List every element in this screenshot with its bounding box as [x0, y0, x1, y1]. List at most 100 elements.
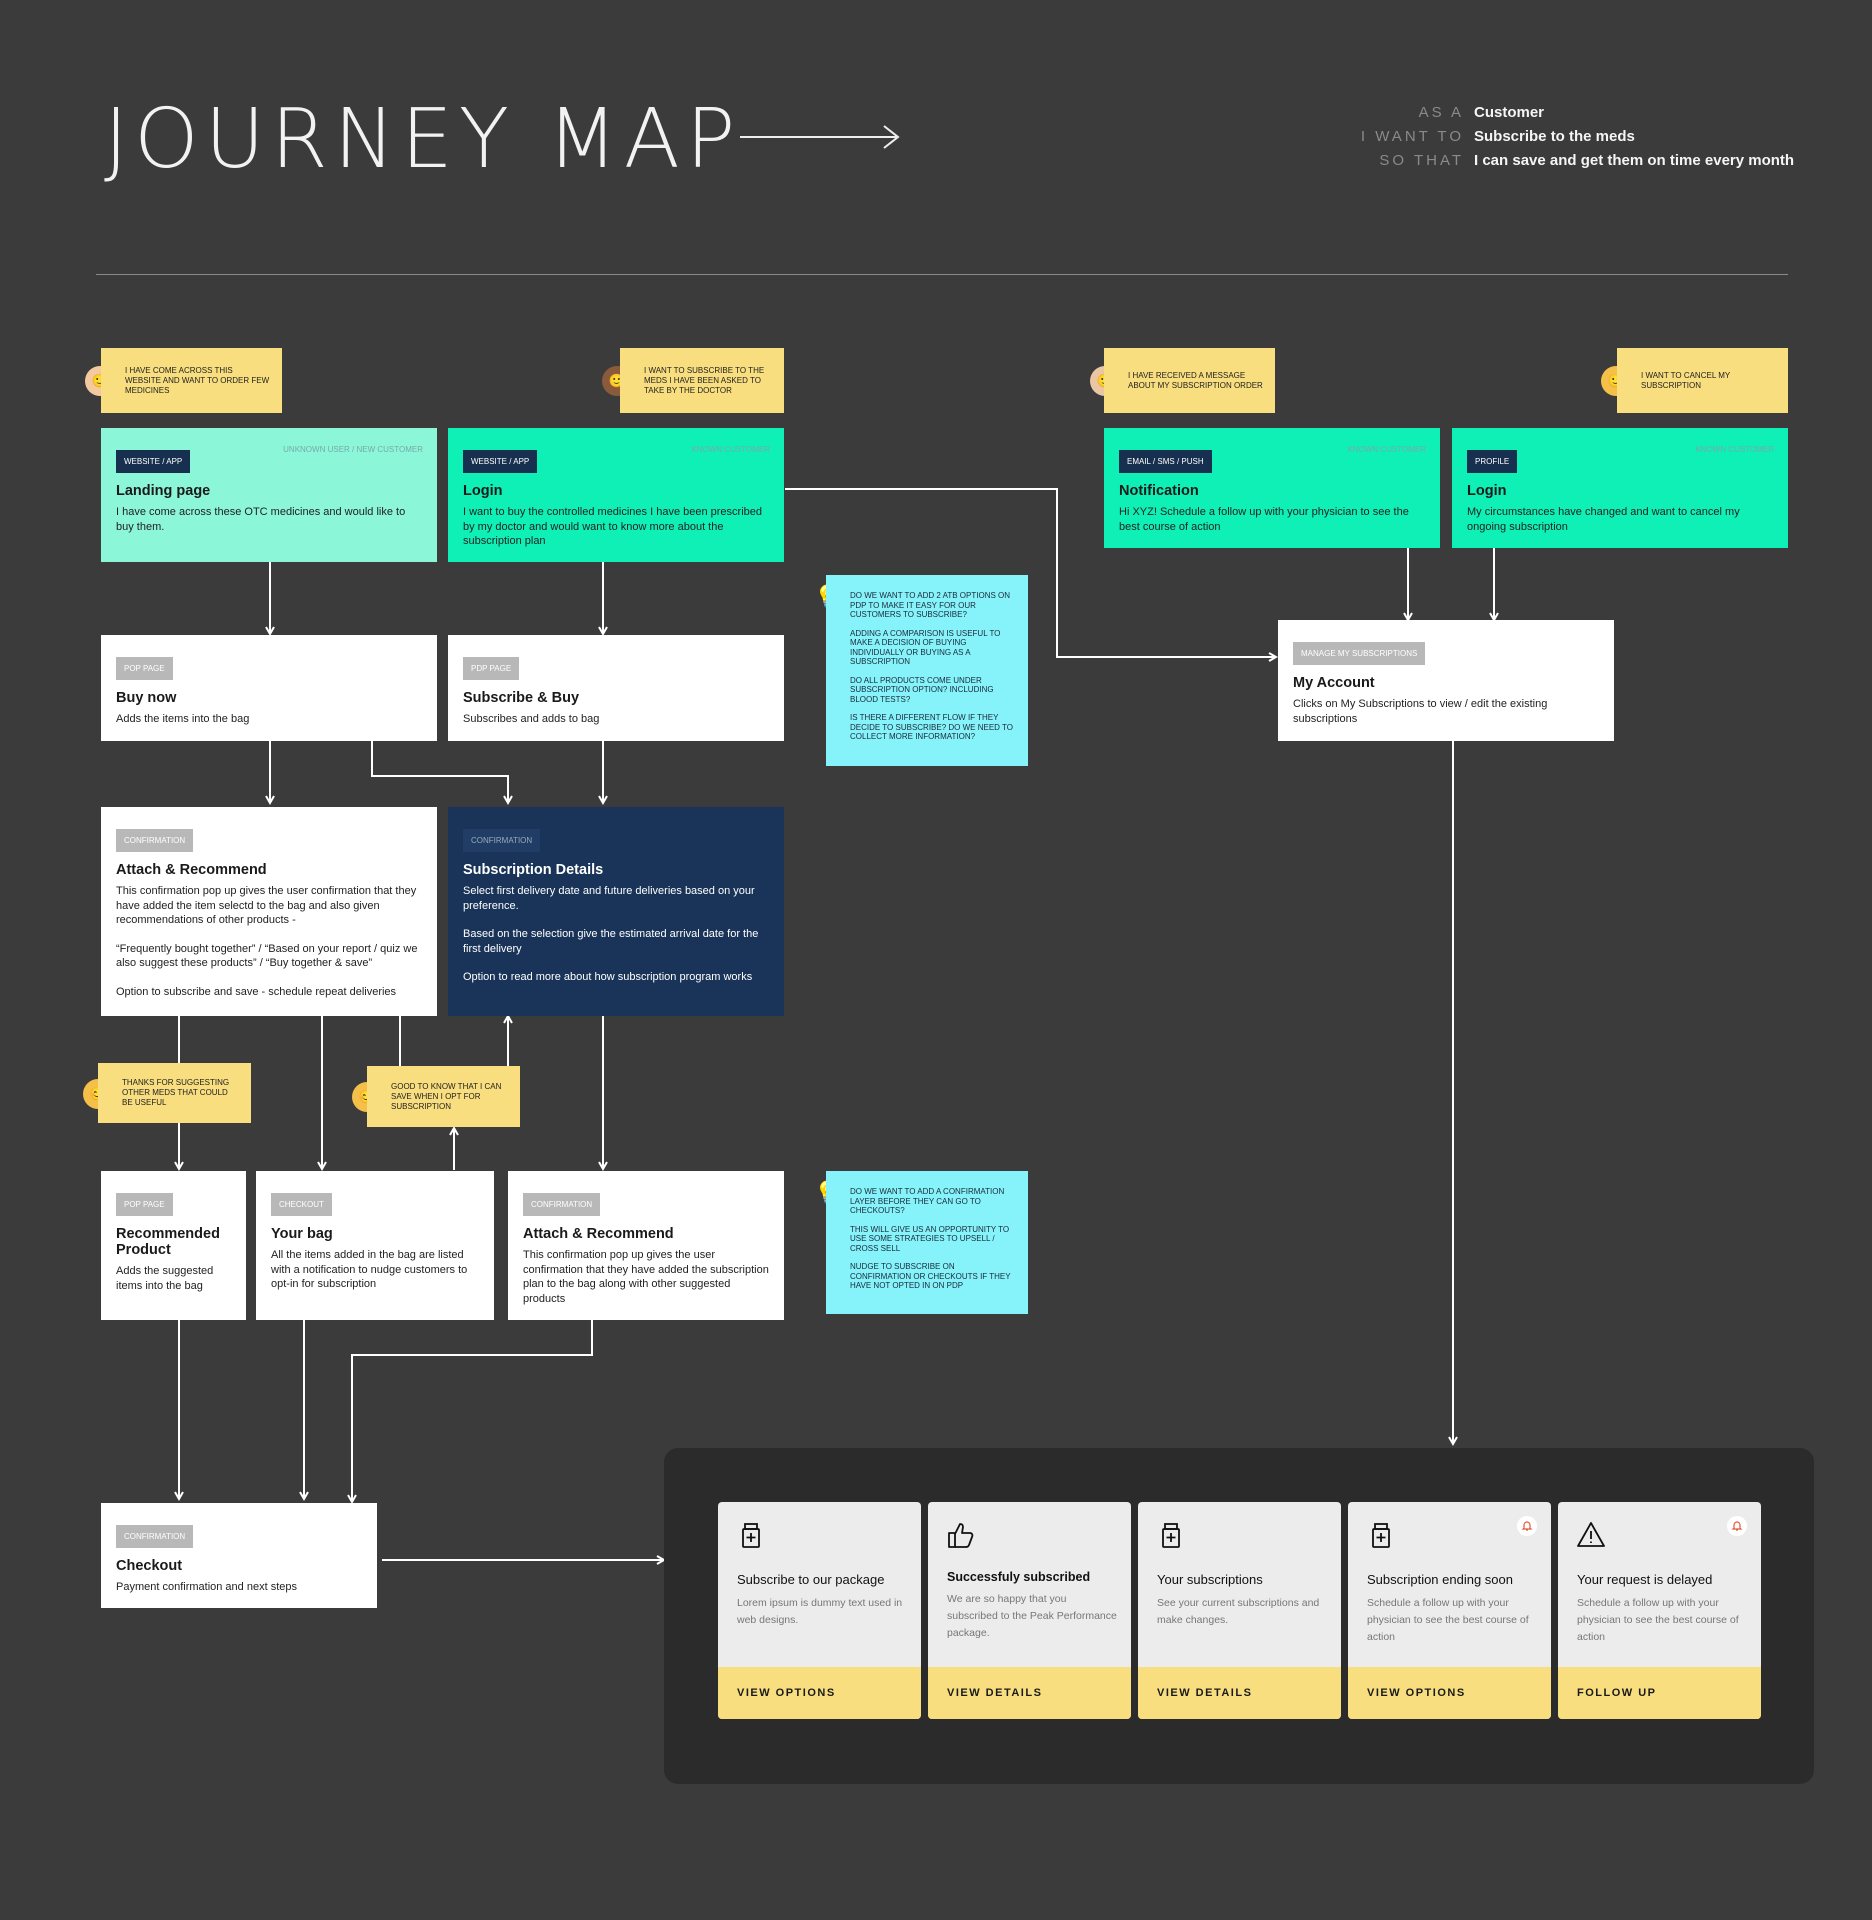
note-text: Adding a comparison is useful to make a …	[850, 628, 1001, 667]
ui-card: Your request is delayed Schedule a follo…	[1558, 1502, 1761, 1719]
ui-card-title: Your subscriptions	[1157, 1572, 1263, 1587]
note-text: Do we want to add 2 ATB options on PDP t…	[850, 591, 1011, 619]
card-audience: UNKNOWN USER / NEW CUSTOMER	[283, 445, 423, 454]
ui-card: Subscribe to our package Lorem ipsum is …	[718, 1502, 921, 1719]
card-tag: MANAGE MY SUBSCRIPTIONS	[1293, 642, 1426, 665]
card-title: Login	[1467, 483, 1507, 499]
page-title: JOURNEY MAP	[104, 92, 742, 187]
card-tag: CHECKOUT	[271, 1193, 332, 1216]
note-text: Do all products come under subscription …	[850, 675, 994, 704]
profile-login-card: PROFILE KNOWN CUSTOMER Login My circumst…	[1452, 428, 1788, 548]
card-description: Adds the suggested items into the bag	[116, 1265, 214, 1292]
note-text: Is there a different flow if they decide…	[850, 713, 1013, 741]
medicine-bottle-icon	[1372, 1523, 1390, 1548]
question-note: Do we want to add 2 ATB options on PDP t…	[826, 575, 1028, 766]
your-bag-card: CHECKOUT Your bag All the items added in…	[256, 1171, 494, 1320]
connector-arrow	[371, 741, 508, 803]
subscription-details-card: CONFIRMATION Subscription Details Select…	[448, 807, 784, 1016]
card-description: All the items added in the bag are liste…	[271, 1249, 468, 1290]
ui-card: Subscription ending soon Schedule a foll…	[1348, 1502, 1551, 1719]
checkout-card: CONFIRMATION Checkout Payment confirmati…	[101, 1503, 377, 1608]
card-description: Option to read more about how subscripti…	[463, 971, 753, 983]
card-tag: PROFILE	[1467, 450, 1518, 473]
card-tag: CONFIRMATION	[523, 1193, 601, 1216]
view-details-button[interactable]: VIEW DETAILS	[1138, 1667, 1341, 1719]
card-description: This confirmation pop up gives the user …	[523, 1249, 769, 1305]
warning-icon	[1577, 1522, 1605, 1547]
story-key: SO THAT	[1379, 152, 1464, 169]
card-description: Payment confirmation and next steps	[116, 1581, 297, 1593]
card-title: Landing page	[116, 483, 211, 499]
card-description: Clicks on My Subscriptions to view / edi…	[1293, 698, 1548, 725]
card-title: Attach & Recommend	[116, 862, 267, 878]
ui-card-description: We are so happy that you subscribed to t…	[947, 1593, 1117, 1639]
view-options-button[interactable]: VIEW OPTIONS	[1348, 1667, 1551, 1719]
title-arrow-icon	[740, 125, 900, 149]
card-tag: POP PAGE	[116, 1193, 173, 1216]
attach-recommend-card-2: CONFIRMATION Attach & Recommend This con…	[508, 1171, 784, 1320]
story-value: I can save and get them on time every mo…	[1474, 152, 1795, 169]
card-description: “Frequently bought together” / “Based on…	[116, 942, 418, 970]
card-audience: KNOWN CUSTOMER	[691, 445, 770, 454]
ui-card-title: Your request is delayed	[1577, 1572, 1713, 1587]
ui-card-description: Schedule a follow up with your physician…	[1367, 1597, 1529, 1643]
story-value: Customer	[1474, 104, 1545, 121]
connector-arrow	[785, 488, 1276, 657]
ui-card-description: Schedule a follow up with your physician…	[1577, 1597, 1739, 1643]
card-title: Checkout	[116, 1558, 183, 1574]
card-tag: CONFIRMATION	[463, 829, 541, 852]
recommended-product-card: POP PAGE Recommended Product Adds the su…	[101, 1171, 246, 1320]
divider	[96, 274, 1788, 275]
card-audience: KNOWN CUSTOMER	[1347, 445, 1426, 454]
card-description: Based on the selection give the estimate…	[463, 928, 759, 955]
attach-recommend-card: CONFIRMATION Attach & Recommend This con…	[101, 807, 437, 1016]
ui-card: Your subscriptions See your current subs…	[1138, 1502, 1341, 1719]
sticky-note: I want to cancel my subscription	[1617, 348, 1788, 413]
connector-arrow	[352, 1320, 593, 1502]
note-text: This will give us an opportunity to use …	[850, 1224, 1010, 1253]
login-card: WEBSITE / APP KNOWN CUSTOMER Login I wan…	[448, 428, 784, 562]
card-title: Notification	[1119, 483, 1199, 499]
sticky-note: I have come across this website and want…	[101, 348, 282, 413]
bell-icon[interactable]	[1517, 1516, 1537, 1536]
card-title: My Account	[1293, 675, 1375, 691]
card-description: Option to subscribe and save - schedule …	[116, 985, 397, 998]
buy-now-card: POP PAGE Buy now Adds the items into the…	[101, 635, 437, 741]
ui-card: Successfuly subscribed We are so happy t…	[928, 1502, 1131, 1719]
bell-icon[interactable]	[1727, 1516, 1747, 1536]
card-description: I want to buy the controlled medicines I…	[463, 506, 763, 547]
card-tag: POP PAGE	[116, 657, 173, 680]
card-tag: WEBSITE / APP	[116, 450, 191, 473]
note-text: Do we want to add a confirmation layer b…	[850, 1187, 1005, 1215]
notification-card: EMAIL / SMS / PUSH KNOWN CUSTOMER Notifi…	[1104, 428, 1440, 548]
sticky-note: I have received a message about my subsc…	[1104, 348, 1275, 413]
card-tag: WEBSITE / APP	[463, 450, 538, 473]
card-tag: PDP PAGE	[463, 657, 520, 680]
follow-up-button[interactable]: FOLLOW UP	[1558, 1667, 1761, 1719]
card-tag: EMAIL / SMS / PUSH	[1119, 450, 1212, 473]
story-key: AS A	[1418, 104, 1464, 121]
sticky-note: I want to subscribe to the meds I have b…	[620, 348, 784, 413]
view-options-button[interactable]: VIEW OPTIONS	[718, 1667, 921, 1719]
card-title: Buy now	[116, 690, 177, 706]
my-account-card: MANAGE MY SUBSCRIPTIONS My Account Click…	[1278, 620, 1614, 741]
ui-card-description: Lorem ipsum is dummy text used in web de…	[737, 1597, 903, 1626]
card-description: Subscribes and adds to bag	[463, 713, 600, 725]
medicine-bottle-icon	[742, 1523, 760, 1548]
medicine-bottle-icon	[1162, 1523, 1180, 1548]
ui-card-title: Successfuly subscribed	[947, 1570, 1091, 1584]
card-description: I have come across these OTC medicines a…	[116, 506, 406, 533]
view-details-button[interactable]: VIEW DETAILS	[928, 1667, 1131, 1719]
sticky-note: Thanks for suggesting other meds that co…	[98, 1063, 251, 1123]
ui-card-title: Subscribe to our package	[737, 1572, 885, 1587]
question-note: Do we want to add a confirmation layer b…	[826, 1171, 1028, 1314]
thumbs-up-icon	[948, 1523, 974, 1548]
story-key: I WANT TO	[1360, 128, 1464, 145]
card-audience: KNOWN CUSTOMER	[1695, 445, 1774, 454]
card-title: Login	[463, 483, 503, 499]
landing-page-card: WEBSITE / APP UNKNOWN USER / NEW CUSTOME…	[101, 428, 437, 562]
ui-card-title: Subscription ending soon	[1367, 1572, 1513, 1587]
card-title: Attach & Recommend	[523, 1226, 674, 1242]
card-tag: CONFIRMATION	[116, 1525, 194, 1548]
sticky-note: Good to know that I can save when I opt …	[367, 1066, 520, 1127]
